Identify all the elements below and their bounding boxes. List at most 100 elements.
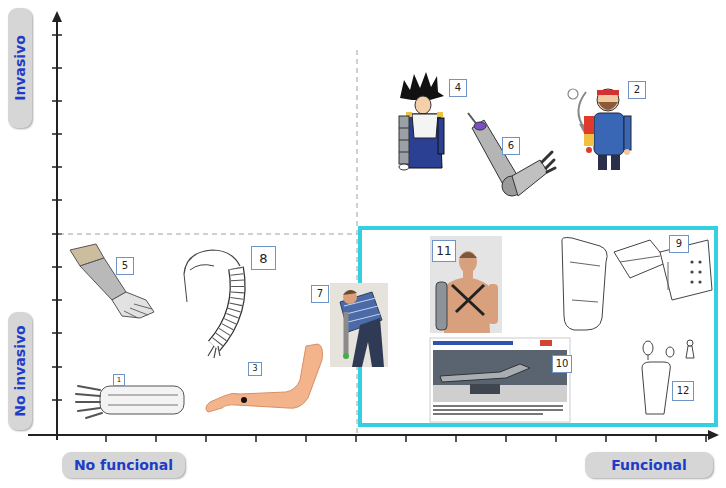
photo-7 [330, 283, 388, 367]
callout-number: 7 [317, 289, 323, 299]
cyborg-figure-4 [415, 96, 431, 114]
photo-7 [343, 290, 357, 304]
callout-number-box: 7 [311, 285, 329, 303]
photo-10 [433, 341, 513, 345]
sketch-12 [687, 340, 693, 346]
photo-10 [430, 338, 570, 422]
highlight-frame [360, 228, 716, 425]
photo-10 [440, 364, 530, 382]
cosmetic-arm-3 [206, 344, 323, 412]
sketch-9 [562, 238, 607, 331]
prosthesis-1 [76, 386, 102, 418]
callout-number-box: 4 [449, 79, 467, 97]
photo-11 [452, 285, 484, 315]
prosthesis-1 [100, 386, 184, 414]
axis-label: No invasivo [13, 325, 27, 416]
axes [52, 35, 62, 400]
sketch-12 [686, 346, 694, 358]
prosthesis-5 [112, 292, 154, 318]
photo-10 [433, 409, 563, 411]
robotic-arm-6 [542, 152, 555, 172]
person-2 [586, 147, 592, 153]
quadrant-divider [357, 50, 358, 433]
prosthesis-8 [184, 250, 240, 358]
photo-7 [343, 353, 349, 359]
photo-7 [344, 312, 349, 354]
quadrant-divider [59, 50, 357, 433]
person-2 [568, 89, 631, 170]
person-2 [584, 134, 594, 146]
prosthesis-5 [70, 244, 154, 318]
callout-number: 6 [508, 141, 514, 151]
callout-number-box: 2 [628, 81, 646, 99]
callout-number: 11 [436, 245, 451, 257]
sketch-12 [648, 355, 649, 360]
person-2 [598, 102, 618, 110]
sketch-9 [698, 280, 701, 283]
photo-11 [444, 278, 490, 334]
callout-number-box: 6 [502, 137, 520, 155]
prosthesis-1 [108, 395, 178, 405]
callout-number-box: 10 [552, 355, 572, 373]
photo-11 [430, 236, 502, 333]
photo-10 [433, 350, 567, 402]
person-2 [624, 116, 631, 150]
callout-number-box: 3 [248, 362, 262, 376]
cosmetic-arm-3 [241, 397, 247, 403]
sketch-9 [690, 280, 693, 283]
cyborg-figure-4 [437, 112, 443, 117]
callout-number: 8 [259, 252, 267, 265]
photo-10 [433, 405, 563, 407]
prosthesis-5 [124, 304, 152, 318]
prosthesis-8 [214, 268, 238, 346]
sketch-12 [666, 347, 674, 357]
sketch-9 [570, 262, 600, 302]
photo-11 [459, 251, 477, 273]
sketch-12 [642, 362, 670, 414]
sketch-9 [698, 270, 701, 273]
axes [106, 435, 706, 442]
callout-number-box: 11 [432, 240, 456, 262]
axes [56, 20, 58, 440]
callout-number-box: 5 [116, 257, 134, 275]
photo-10 [433, 413, 543, 415]
sketch-9 [698, 260, 701, 263]
photo-11 [430, 236, 502, 333]
sketch-12 [643, 341, 653, 355]
axis-label-box: Invasivo [8, 8, 32, 128]
photo-10 [540, 340, 552, 346]
photo-7 [330, 283, 388, 367]
callout-number: 1 [117, 377, 121, 384]
axes [708, 430, 719, 440]
cosmetic-arm-3 [206, 344, 323, 412]
robotic-arm-6 [468, 113, 555, 196]
robotic-arm-6 [474, 122, 486, 130]
photo-11 [488, 284, 498, 324]
quadrant-divider [59, 234, 357, 235]
callout-number-box: 8 [251, 246, 276, 270]
cyborg-figure-4 [406, 114, 442, 168]
sketch-9 [620, 256, 668, 290]
prosthesis-8 [214, 268, 238, 346]
prosthesis-8 [214, 268, 238, 346]
robotic-arm-6 [512, 160, 548, 196]
axis-label-box: No funcional [62, 452, 185, 478]
prosthesis-8 [184, 265, 214, 302]
photo-11 [459, 252, 477, 258]
cyborg-figure-4 [399, 72, 444, 170]
axes [28, 11, 719, 442]
cyborg-figure-4 [438, 118, 444, 154]
callout-number-box: 12 [672, 381, 694, 401]
cyborg-figure-4 [399, 116, 409, 164]
person-2 [624, 149, 630, 155]
axes [52, 11, 62, 22]
person-2 [568, 89, 578, 99]
cyborg-figure-4 [399, 128, 409, 152]
callout-number-box: 1 [113, 374, 125, 386]
person-2 [598, 155, 607, 170]
callout-number: 4 [455, 83, 461, 93]
person-2 [594, 113, 624, 155]
person-2 [597, 89, 619, 111]
